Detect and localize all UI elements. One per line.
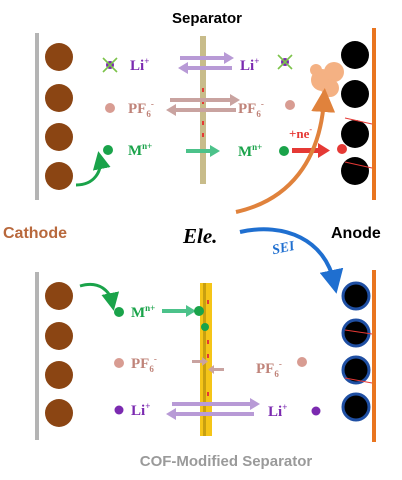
m-arrow-bottom xyxy=(162,305,196,317)
electrolyte-label: Ele. xyxy=(182,224,217,248)
cathode-particles-top xyxy=(45,43,73,190)
m-ion-trapped xyxy=(194,306,204,316)
anode-collector-top xyxy=(372,28,376,200)
pf-ion-left-top xyxy=(105,103,115,113)
anode-particles-bottom xyxy=(341,281,371,422)
li-label-left-bottom: Li+ xyxy=(131,401,150,419)
ne-label: +ne- xyxy=(289,125,312,141)
li-label-right-bottom: Li+ xyxy=(268,402,287,420)
pf-ion-right-bottom xyxy=(297,357,307,367)
m-ion-left-bottom xyxy=(114,307,124,317)
anode-red-lines xyxy=(344,117,373,169)
cathode-particles-bottom xyxy=(45,282,73,427)
bottom-panel: Mn+ PF6- PF6- Li+ Li+ xyxy=(35,270,376,442)
pf-label-left-top: PF6- xyxy=(128,99,154,119)
anode-particles-top xyxy=(341,41,369,185)
m-release-arrow-top xyxy=(75,151,111,187)
li-ion-right-top xyxy=(277,54,293,70)
pf-arrows-bottom xyxy=(192,357,224,374)
li-label-right-top: Li+ xyxy=(240,56,259,74)
cof-separator-label: COF-Modified Separator xyxy=(140,453,313,470)
pf-label-right-bottom: PF6- xyxy=(256,359,282,379)
pf-arrows-top xyxy=(166,94,240,116)
reduced-metal-dot xyxy=(337,144,347,154)
m-ion-left-top xyxy=(103,145,113,155)
sei-formation-arrow xyxy=(239,227,344,294)
cathode-label: Cathode xyxy=(3,225,67,242)
cof-separator-dots xyxy=(207,300,209,396)
top-panel: Li+ Li+ PF6- PF6- Mn+ xyxy=(35,28,376,214)
m-arrow-top xyxy=(186,145,220,157)
m-ion-right-top xyxy=(279,146,289,156)
li-ion-right-bottom xyxy=(311,406,321,416)
li-arrows-top xyxy=(178,52,234,74)
dendrite-growth-arrow xyxy=(235,88,336,214)
anode-label: Anode xyxy=(331,225,381,242)
pf-ion-left-bottom xyxy=(114,358,124,368)
sei-label: SEI xyxy=(271,239,297,258)
li-ion-left-bottom xyxy=(114,405,124,415)
m-label-right-top: Mn+ xyxy=(238,142,262,160)
li-label-left-top: Li+ xyxy=(130,56,149,74)
m-label-left-top: Mn+ xyxy=(128,141,152,159)
pf-label-left-bottom: PF6- xyxy=(131,354,157,374)
anode-bottom-red-lines xyxy=(344,329,373,384)
separator-top-label: Separator xyxy=(172,10,242,27)
cathode-collector-bottom xyxy=(35,272,39,440)
ne-arrow xyxy=(292,143,330,158)
li-ion-left-top xyxy=(102,57,118,73)
m-ion-trapped-2 xyxy=(201,323,209,331)
m-label-left-bottom: Mn+ xyxy=(131,303,155,321)
m-release-arrow-bottom xyxy=(79,283,120,311)
li-arrows-bottom xyxy=(166,398,260,420)
dendrite-blob xyxy=(310,62,344,97)
anode-collector-bottom xyxy=(372,270,376,442)
pf-ion-right-top xyxy=(285,100,295,110)
cathode-collector-top xyxy=(35,33,39,200)
pf-label-right-top: PF6- xyxy=(238,99,264,119)
